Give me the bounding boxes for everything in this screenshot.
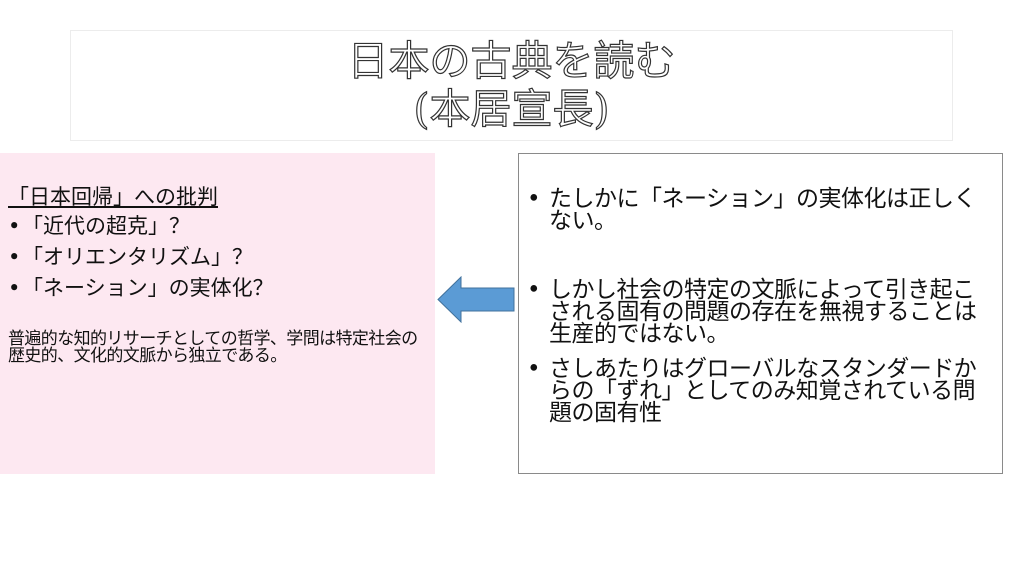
left-list-item: •「ネーション」の実体化？ [8, 273, 427, 304]
left-panel: 「日本回帰」への批判 •「近代の超克」？ •「オリエンタリズム」？ •「ネーショ… [0, 153, 435, 474]
left-heading: 「日本回帰」への批判 [8, 185, 218, 209]
right-list-item-text: たしかに「ネーション」の実体化は正しくない。 [549, 186, 977, 234]
bullet-glyph: • [527, 277, 541, 303]
right-list-item: • しかし社会の特定の文脈によって引き起こされる固有の問題の存在を無視することは… [527, 277, 992, 347]
left-list-item-text: 「近代の超克」？ [22, 214, 190, 238]
left-arrow-icon [437, 276, 515, 323]
right-list-item-text: しかし社会の特定の文脈によって引き起こされる固有の問題の存在を無視することは生産… [549, 277, 977, 347]
left-list-item: •「近代の超克」？ [8, 211, 427, 242]
right-list-item: • さしあたりはグローバルなスタンダードからの「ずれ」としてのみ知覚されている問… [527, 356, 992, 426]
bullet-glyph: • [8, 245, 21, 269]
left-note: 普遍的な知的リサーチとしての哲学、学問は特定社会の歴史的、文化的文脈から独立であ… [8, 329, 418, 366]
left-bullet-list: •「近代の超克」？ •「オリエンタリズム」？ •「ネーション」の実体化？ [8, 211, 427, 304]
bullet-glyph: • [527, 186, 541, 212]
left-list-item: •「オリエンタリズム」？ [8, 242, 427, 273]
title-line-2: (本居宣長) [413, 84, 610, 133]
left-list-item-text: 「オリエンタリズム」？ [22, 245, 253, 269]
left-list-item-text: 「ネーション」の実体化？ [22, 276, 274, 300]
bullet-glyph: • [527, 356, 541, 382]
bullet-glyph: • [8, 276, 21, 300]
title-line-1: 日本の古典を読む [347, 36, 676, 85]
right-list-item: • たしかに「ネーション」の実体化は正しくない。 [527, 186, 992, 234]
bullet-glyph: • [8, 214, 21, 238]
right-list-item-text: さしあたりはグローバルなスタンダードからの「ずれ」としてのみ知覚されている問題の… [549, 356, 977, 426]
right-panel: • たしかに「ネーション」の実体化は正しくない。 • しかし社会の特定の文脈によ… [518, 153, 1003, 474]
left-arrow-shape [437, 276, 515, 323]
title-box: 日本の古典を読む (本居宣長) [70, 30, 953, 141]
